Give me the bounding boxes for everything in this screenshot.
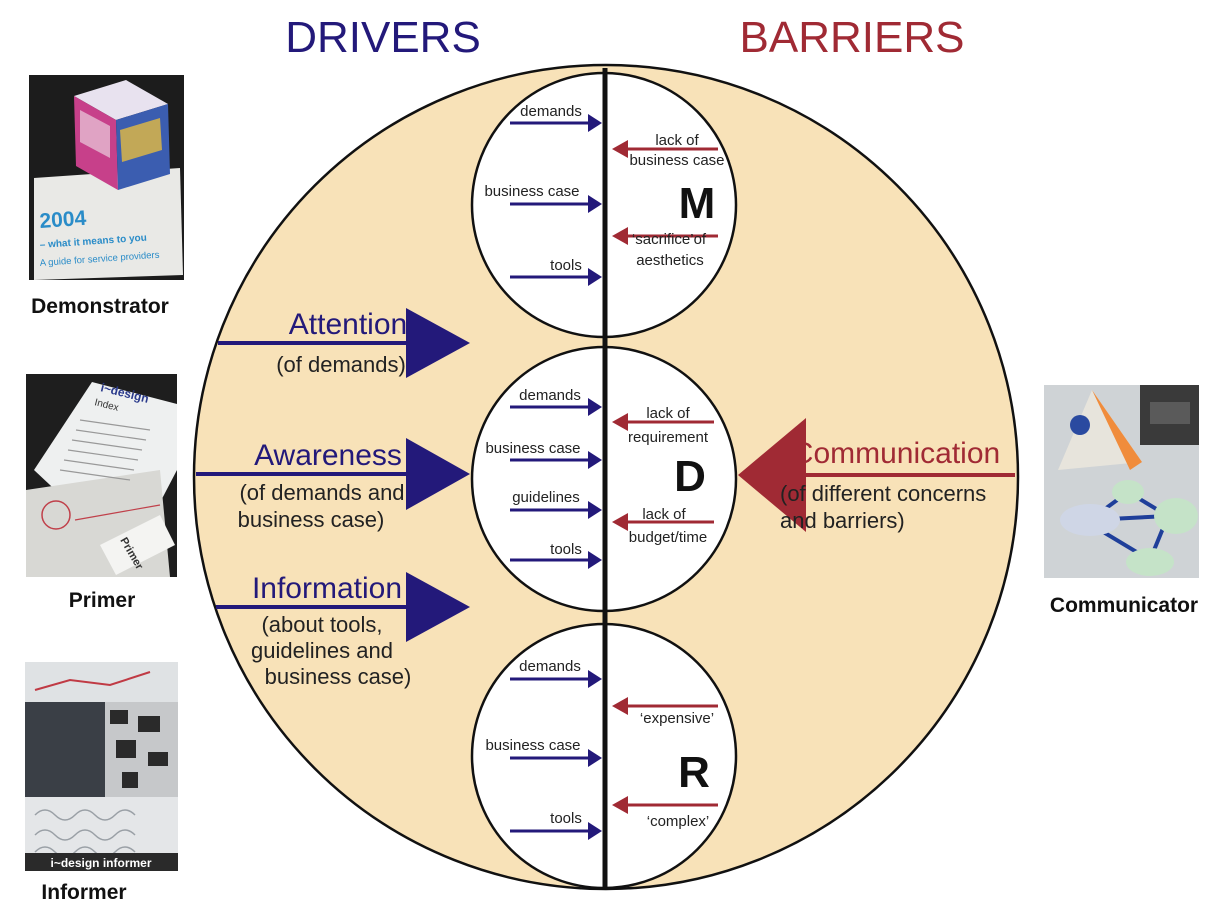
informer-panel-dark (25, 702, 105, 797)
attention-arrowhead (406, 308, 470, 378)
r-barrier-arrowhead-2 (612, 796, 628, 814)
r-barrier-arrowhead-1 (612, 697, 628, 715)
m-driver-arrowhead-3 (588, 268, 602, 286)
communicator-monitor (1150, 402, 1190, 424)
awareness-title: Awareness (254, 439, 402, 472)
d-driver-arrowhead-1 (588, 398, 602, 416)
barrier-communication: Communication (of different concerns and… (738, 418, 1015, 533)
driver-attention: Attention (of demands) (218, 308, 470, 378)
r-driver-tools: tools (550, 810, 582, 827)
awareness-sub-1: (of demands and (239, 480, 404, 505)
demonstrator-label: Demonstrator (31, 295, 169, 318)
d-driver-tools: tools (550, 541, 582, 558)
r-driver-arrowhead-3 (588, 822, 602, 840)
demonstrator-booklet (34, 168, 183, 280)
demonstrator-cube-pattern (120, 118, 162, 162)
r-letter: R (678, 748, 710, 797)
d-barrier-2-line2: budget/time (629, 529, 707, 546)
d-barrier-2-line1: lack of (642, 506, 686, 523)
drivers-heading: DRIVERS (285, 13, 481, 62)
informer-puzzle-pieces (110, 710, 168, 788)
m-barrier-arrowhead-1 (612, 140, 628, 158)
r-driver-demands: demands (519, 658, 581, 675)
m-driver-arrowhead-2 (588, 195, 602, 213)
d-driver-business-case: business case (485, 440, 580, 457)
m-driver-arrowhead-1 (588, 114, 602, 132)
r-driver-business-case: business case (485, 737, 580, 754)
driver-information: Information (about tools, guidelines and… (216, 572, 470, 689)
d-barrier-arrowhead-1 (612, 413, 628, 431)
photo-communicator: Communicator (1044, 385, 1199, 617)
m-driver-demands: demands (520, 103, 582, 120)
communication-arrowhead (738, 418, 806, 532)
photo-primer: i~design Index Primer Primer (26, 374, 177, 612)
m-driver-tools: tools (550, 257, 582, 274)
awareness-sub-2: business case) (238, 507, 385, 532)
m-barrier-2-line1: ‘sacrifice’of (632, 231, 707, 248)
primer-red-line (74, 504, 161, 521)
m-driver-business-case: business case (484, 183, 579, 200)
awareness-arrowhead (406, 438, 470, 510)
attention-title: Attention (289, 308, 407, 341)
d-barrier-arrowhead-2 (612, 513, 628, 531)
communicator-node-3 (1154, 498, 1198, 534)
communication-sub-1: (of different concerns (780, 481, 986, 506)
m-barrier-2-line2: aesthetics (636, 252, 704, 269)
d-driver-guidelines: guidelines (512, 489, 580, 506)
informer-maze-lines (34, 809, 136, 858)
r-driver-arrowhead-1 (588, 670, 602, 688)
m-letter: M (679, 179, 716, 228)
photo-demonstrator: 2004 – what it means to you A guide for … (29, 75, 184, 318)
demonstrator-cube-top (74, 80, 168, 120)
r-barrier-complex: ‘complex’ (647, 813, 710, 830)
driver-awareness: Awareness (of demands and business case) (196, 438, 470, 532)
information-sub-1: (about tools, (261, 612, 382, 637)
d-driver-demands: demands (519, 387, 581, 404)
d-driver-arrowhead-2 (588, 451, 602, 469)
primer-circle-mark (41, 500, 71, 530)
d-letter: D (674, 452, 706, 501)
r-driver-arrowhead-2 (588, 749, 602, 767)
r-barrier-expensive: ‘expensive’ (640, 710, 714, 727)
informer-map-strip (25, 662, 178, 702)
primer-text-lines (59, 419, 151, 481)
circle-m-content: demands business case tools lack of busi… (484, 103, 725, 286)
informer-red-line (34, 671, 151, 691)
informer-label: Informer (41, 881, 126, 904)
circle-d-content: demands business case guidelines tools l… (485, 387, 714, 569)
d-driver-arrowhead-3 (588, 501, 602, 519)
information-sub-3: business case) (265, 664, 412, 689)
m-barrier-arrowhead-2 (612, 227, 628, 245)
m-barrier-1-line2: business case (629, 152, 724, 169)
informer-caption-bar (25, 853, 178, 871)
circle-r-content: demands business case tools ‘expensive’ … (485, 658, 718, 840)
information-title: Information (252, 572, 402, 605)
informer-caption: i~design informer (50, 856, 151, 870)
communicator-node-2 (1060, 504, 1120, 536)
d-barrier-1-line2: requirement (628, 429, 709, 446)
primer-spine-card (100, 515, 175, 575)
information-arrowhead (406, 572, 470, 642)
photo-informer: i~design informer Informer (25, 662, 178, 904)
d-driver-arrowhead-4 (588, 551, 602, 569)
m-barrier-1-line1: lack of (655, 132, 699, 149)
communicator-pyramid-dot (1070, 415, 1090, 435)
communicator-node-1 (1112, 480, 1144, 504)
demonstrator-year: 2004 (39, 207, 88, 233)
demonstrator-cube-pattern-2 (80, 110, 110, 158)
primer-label: Primer (69, 589, 136, 612)
information-sub-2: guidelines and (251, 638, 393, 663)
barriers-heading: BARRIERS (740, 13, 965, 62)
communication-title: Communication (792, 437, 1000, 470)
communicator-node-4 (1126, 548, 1174, 576)
communicator-label: Communicator (1050, 594, 1198, 617)
d-barrier-1-line1: lack of (646, 405, 690, 422)
communication-sub-2: and barriers) (780, 508, 905, 533)
communicator-pyramid-side (1092, 390, 1142, 470)
attention-sub-1: (of demands) (276, 352, 406, 377)
